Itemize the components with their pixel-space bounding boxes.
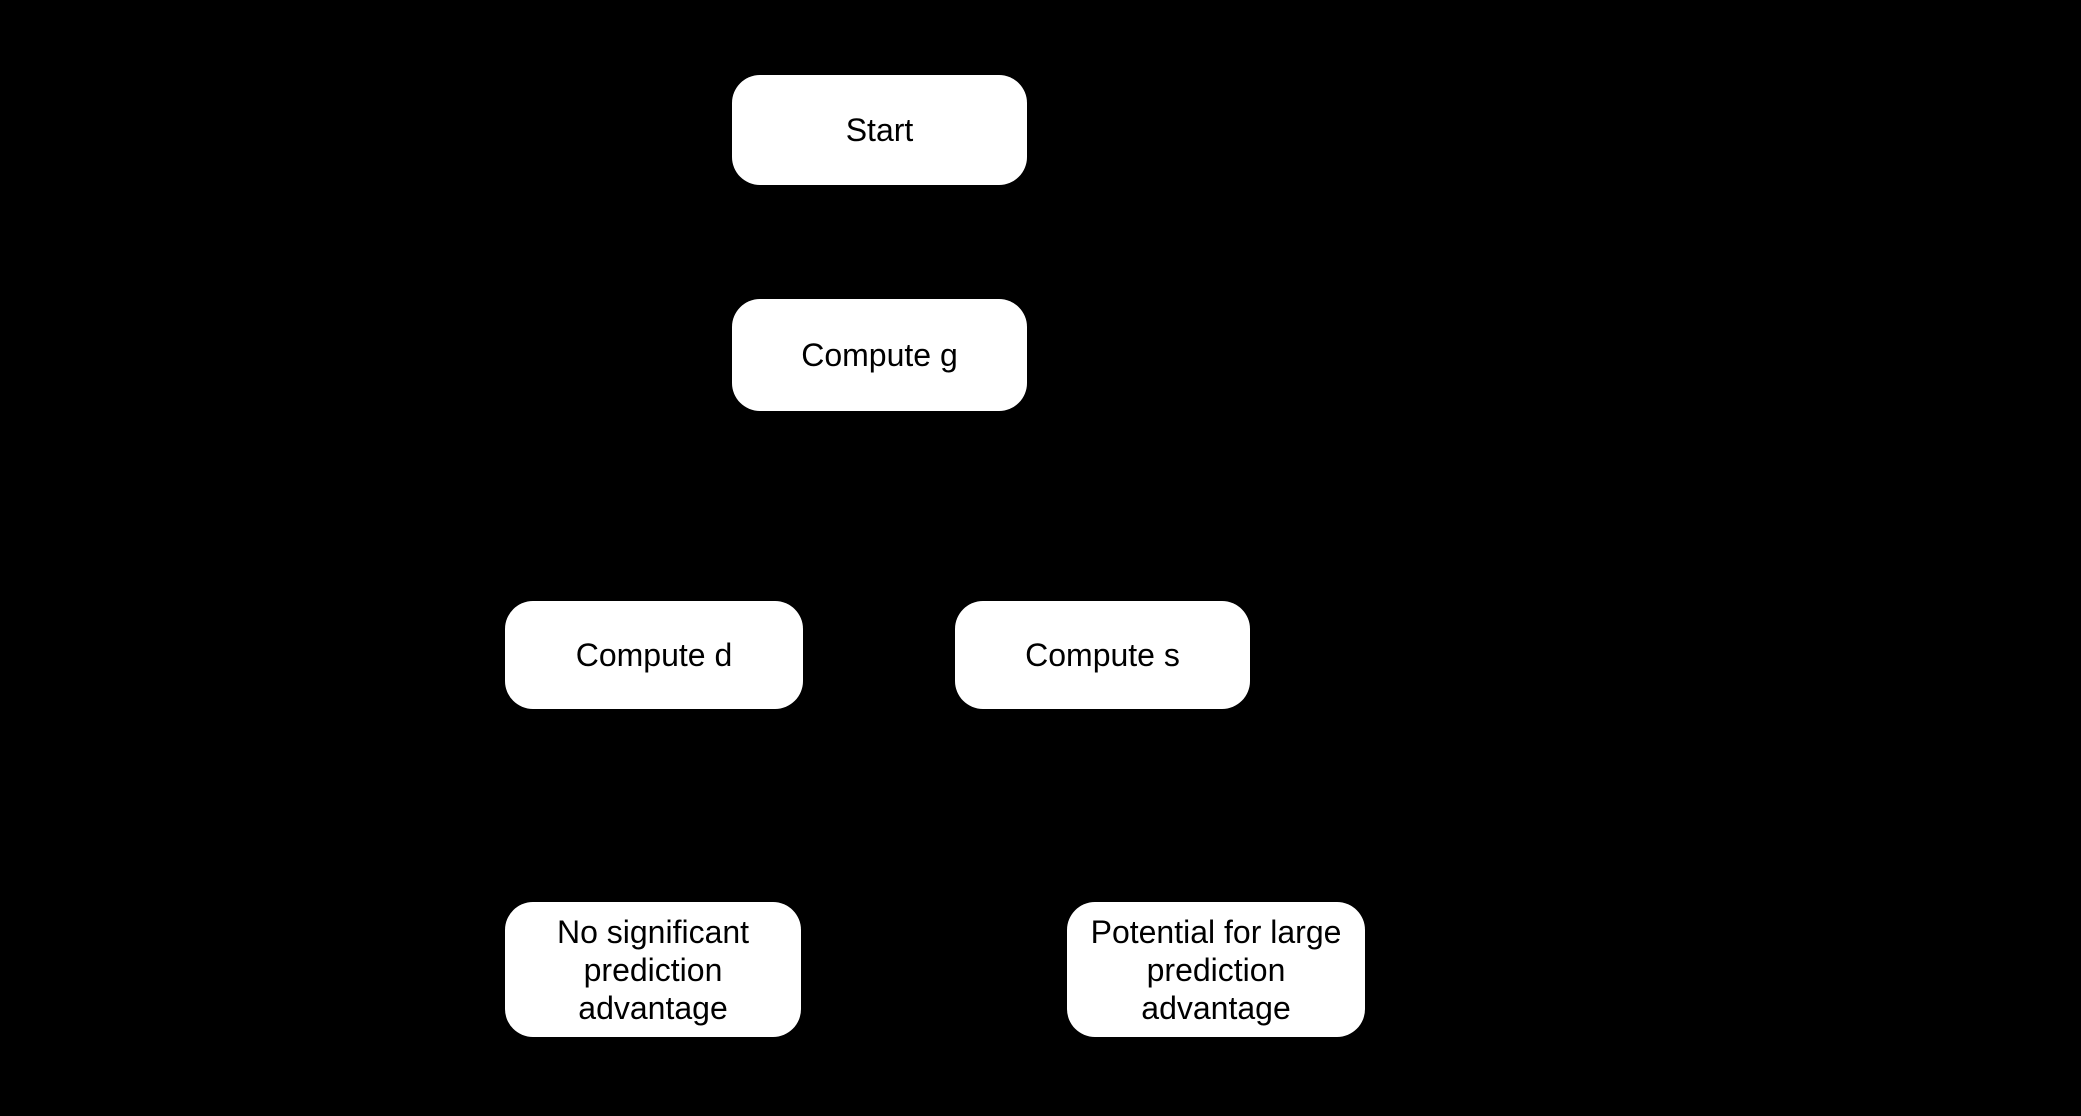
- node-no-significant-prediction-advantage: No significant prediction advantage: [505, 902, 801, 1037]
- node-compute-s: Compute s: [955, 601, 1250, 709]
- node-compute-d: Compute d: [505, 601, 803, 709]
- node-start: Start: [732, 75, 1027, 185]
- node-compute-g: Compute g: [732, 299, 1027, 411]
- node-potential-for-large-prediction-advantage: Potential for large prediction advantage: [1067, 902, 1365, 1037]
